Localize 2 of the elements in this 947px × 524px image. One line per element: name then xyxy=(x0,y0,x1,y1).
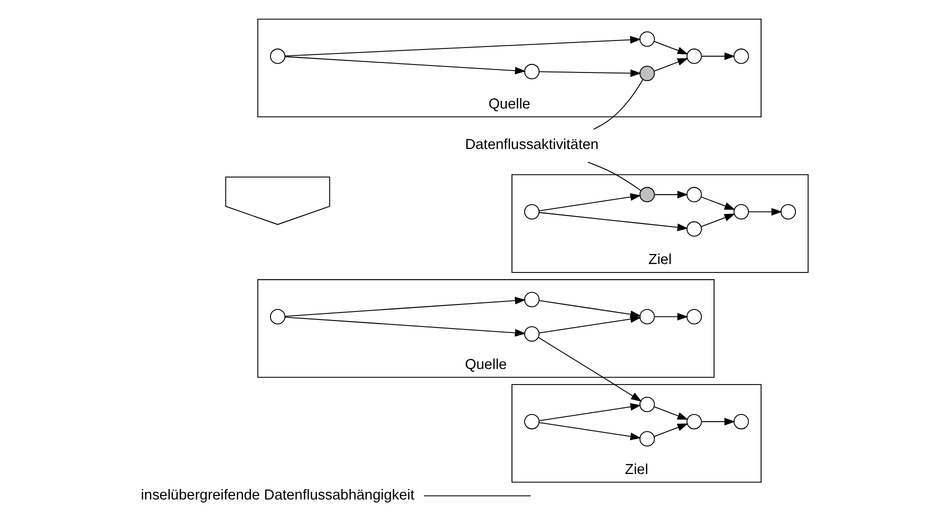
node-text: inselübergreifende Datenflussabhängigkeit xyxy=(140,487,414,504)
node-text: Datenflussaktivitäten xyxy=(465,137,599,154)
